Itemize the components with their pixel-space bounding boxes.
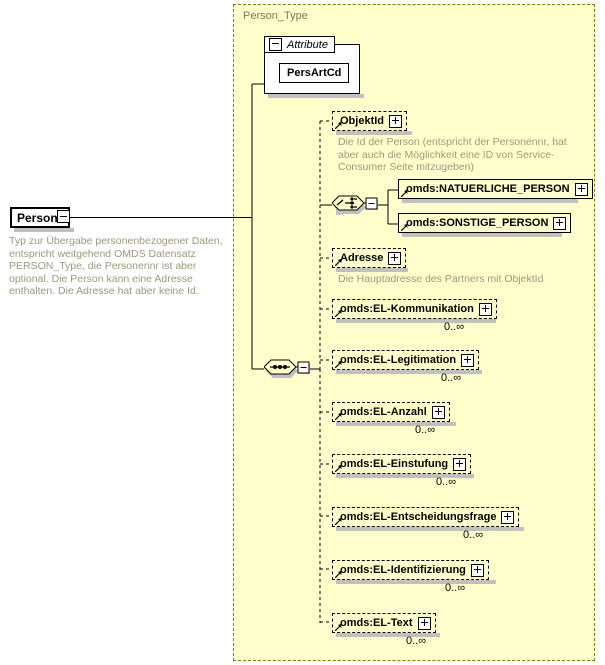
element-expand-toggle-icon[interactable] xyxy=(470,563,484,577)
element-documentation-objektid: Die Id der Person (entspricht der Person… xyxy=(338,136,567,173)
element-el-text[interactable]: omds:EL-Text xyxy=(332,613,436,633)
cardinality-label: 0..∞ xyxy=(444,321,465,333)
element-label: omds:NATUERLICHE_PERSON xyxy=(406,182,570,195)
node-shadow xyxy=(336,474,474,478)
element-expand-toggle-icon[interactable] xyxy=(431,405,445,419)
element-objektid[interactable]: ObjektId xyxy=(332,111,408,131)
node-shadow xyxy=(402,233,562,237)
element-label: omds:EL-Einstufung xyxy=(340,457,449,470)
element-el-kommunikation[interactable]: omds:EL-Kommunikation xyxy=(332,299,497,319)
element-label: omds:SONSTIGE_PERSON xyxy=(406,216,549,229)
attribute-group-header[interactable]: Attribute xyxy=(264,36,335,53)
element-el-legitimation[interactable]: omds:EL-Legitimation xyxy=(332,350,480,370)
attribute-item-label: PersArtCd xyxy=(287,67,342,79)
node-shadow xyxy=(336,527,524,531)
element-el-identifizierung[interactable]: omds:EL-Identifizierung xyxy=(332,560,489,580)
element-label: ObjektId xyxy=(340,114,385,127)
root-box-shadow xyxy=(14,228,74,232)
element-expand-toggle-icon[interactable] xyxy=(501,510,515,524)
cardinality-label: 0..∞ xyxy=(436,476,457,488)
element-label: omds:EL-Legitimation xyxy=(340,353,457,366)
element-label: omds:EL-Entscheidungsfrage xyxy=(340,510,497,523)
element-expand-toggle-icon[interactable] xyxy=(417,616,431,630)
attribute-collapse-toggle-icon[interactable] xyxy=(269,38,282,51)
element-label: Adresse xyxy=(340,251,384,264)
element-sonstige-person[interactable]: omds:SONSTIGE_PERSON xyxy=(398,213,572,233)
element-expand-toggle-icon[interactable] xyxy=(389,114,403,128)
element-expand-toggle-icon[interactable] xyxy=(461,353,475,367)
element-adresse[interactable]: Adresse xyxy=(332,248,407,268)
attribute-item-persartcd[interactable]: PersArtCd xyxy=(279,63,350,83)
root-documentation: Typ zur Übergabe personenbezogener Daten… xyxy=(9,235,223,297)
element-documentation-adresse: Die Hauptadresse des Partners mit Objekt… xyxy=(338,273,544,285)
element-el-entscheidungsfrage[interactable]: omds:EL-Entscheidungsfrage xyxy=(332,507,520,527)
node-shadow xyxy=(336,580,496,584)
element-el-anzahl[interactable]: omds:EL-Anzahl xyxy=(332,402,450,422)
attribute-group-label: Attribute xyxy=(287,38,328,51)
element-natuerliche-person[interactable]: omds:NATUERLICHE_PERSON xyxy=(398,179,593,199)
element-expand-toggle-icon[interactable] xyxy=(478,302,492,316)
element-label: omds:EL-Identifizierung xyxy=(340,563,466,576)
element-expand-toggle-icon[interactable] xyxy=(388,251,402,265)
node-shadow xyxy=(402,199,578,203)
node-shadow xyxy=(336,422,456,426)
element-expand-toggle-icon[interactable] xyxy=(553,216,567,230)
node-shadow xyxy=(336,633,440,637)
sequence-compositor[interactable] xyxy=(263,357,311,388)
node-shadow xyxy=(336,131,412,135)
element-el-einstufung[interactable]: omds:EL-Einstufung xyxy=(332,454,472,474)
element-expand-toggle-icon[interactable] xyxy=(453,457,467,471)
root-element-person[interactable]: Person xyxy=(10,207,70,228)
attribute-group-shadow xyxy=(268,94,364,98)
type-container-person-type xyxy=(233,4,595,661)
node-shadow xyxy=(336,268,408,272)
element-expand-toggle-icon[interactable] xyxy=(574,182,588,196)
element-label: omds:EL-Anzahl xyxy=(340,405,427,418)
cardinality-label: 0..∞ xyxy=(463,529,484,541)
element-label: omds:EL-Text xyxy=(340,616,413,629)
choice-compositor[interactable] xyxy=(331,193,379,224)
cardinality-label: 0..∞ xyxy=(445,582,466,594)
node-shadow xyxy=(336,319,496,323)
root-collapse-toggle-icon[interactable] xyxy=(57,210,70,223)
cardinality-label: 0..∞ xyxy=(415,424,436,436)
type-title: Person_Type xyxy=(243,10,308,22)
cardinality-label: 0..∞ xyxy=(406,635,427,647)
cardinality-label: 0..∞ xyxy=(441,372,462,384)
element-label: omds:EL-Kommunikation xyxy=(340,302,474,315)
node-shadow xyxy=(336,370,482,374)
root-element-label: Person xyxy=(17,210,58,225)
